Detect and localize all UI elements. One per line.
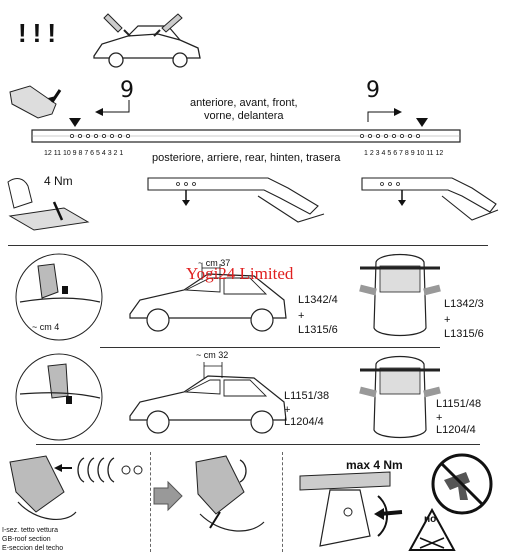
torque-hand-illustration [7,178,90,231]
section-label-es: E-seccion del techo [2,545,64,552]
watermark: Yogi24 Limited [186,264,294,283]
config-b-right-code2: L1204/4 [436,424,476,436]
front-label-line1: anteriore, avant, front, [190,97,298,109]
car-side-view-a [129,264,287,332]
section-label-gb: GB-roof section [2,536,51,543]
no-label: no [424,514,437,525]
divider-bottom-2 [282,452,283,552]
config-b-plus1: + [284,404,291,416]
car-top-view-a [359,253,441,337]
no-warning-triangle [408,507,456,551]
torque-label: 4 Nm [44,174,73,188]
roof-dimension-a: ~ cm 37 [198,258,231,268]
no-power-drill-sign [431,453,493,515]
car-roof-hands-illustration [93,13,201,68]
config-b-left-code1: L1151/38 [284,390,330,402]
separator-1 [8,245,488,246]
left-position-marker [69,118,81,127]
divider-bottom-1 [150,452,151,552]
bar-foot-assembly-right [361,177,499,221]
right-position-marker [416,118,428,127]
foot-detail-illustration [9,85,62,119]
config-a-plus2: + [444,314,451,326]
separator-2 [100,347,440,348]
front-label-line2: vorne, delantera [204,110,284,122]
config-a-left-code2: L1315/6 [298,324,338,336]
rear-label: posteriore, arriere, rear, hinten, trase… [152,152,341,164]
car-top-view-b [359,355,441,439]
config-a-right-code1: L1342/3 [444,298,484,310]
rear-position-number: 9 [366,78,380,103]
config-b-right-code1: L1151/48 [436,398,482,410]
right-hole-scale: 1 2 3 4 5 6 7 8 9 10 11 12 [364,150,444,157]
config-a-plus1: + [298,310,305,322]
separator-3 [36,444,480,445]
roof-bar-drawing [31,129,461,143]
foot-clamp-illustration [299,471,403,547]
bar-foot-assembly-left [147,177,325,223]
car-side-view-b [129,362,287,434]
config-a-left-code1: L1342/4 [298,294,338,306]
config-b-left-code2: L1204/4 [284,416,324,428]
warning-marks: !!! [18,18,62,48]
side-dimension-a: ~ cm 4 [32,322,60,332]
rear-arrow [367,108,402,122]
left-hole-scale: 12 11 10 9 8 7 6 5 4 3 2 1 [44,150,124,157]
config-b-plus2: + [436,412,443,424]
rubber-pad-removal-illustration [9,455,143,520]
front-position-number: 9 [120,78,134,103]
pad-insertion-illustration [195,455,265,532]
max-torque-label: max 4 Nm [346,458,403,472]
next-step-arrow [153,480,183,512]
foot-closeup-circle-a [15,253,103,341]
roof-dimension-b: ~ cm 32 [196,350,229,360]
section-label-it: I-sez. tetto vettura [2,527,59,534]
foot-closeup-circle-b [15,353,103,441]
config-a-right-code2: L1315/6 [444,328,484,340]
front-arrow [95,100,130,116]
